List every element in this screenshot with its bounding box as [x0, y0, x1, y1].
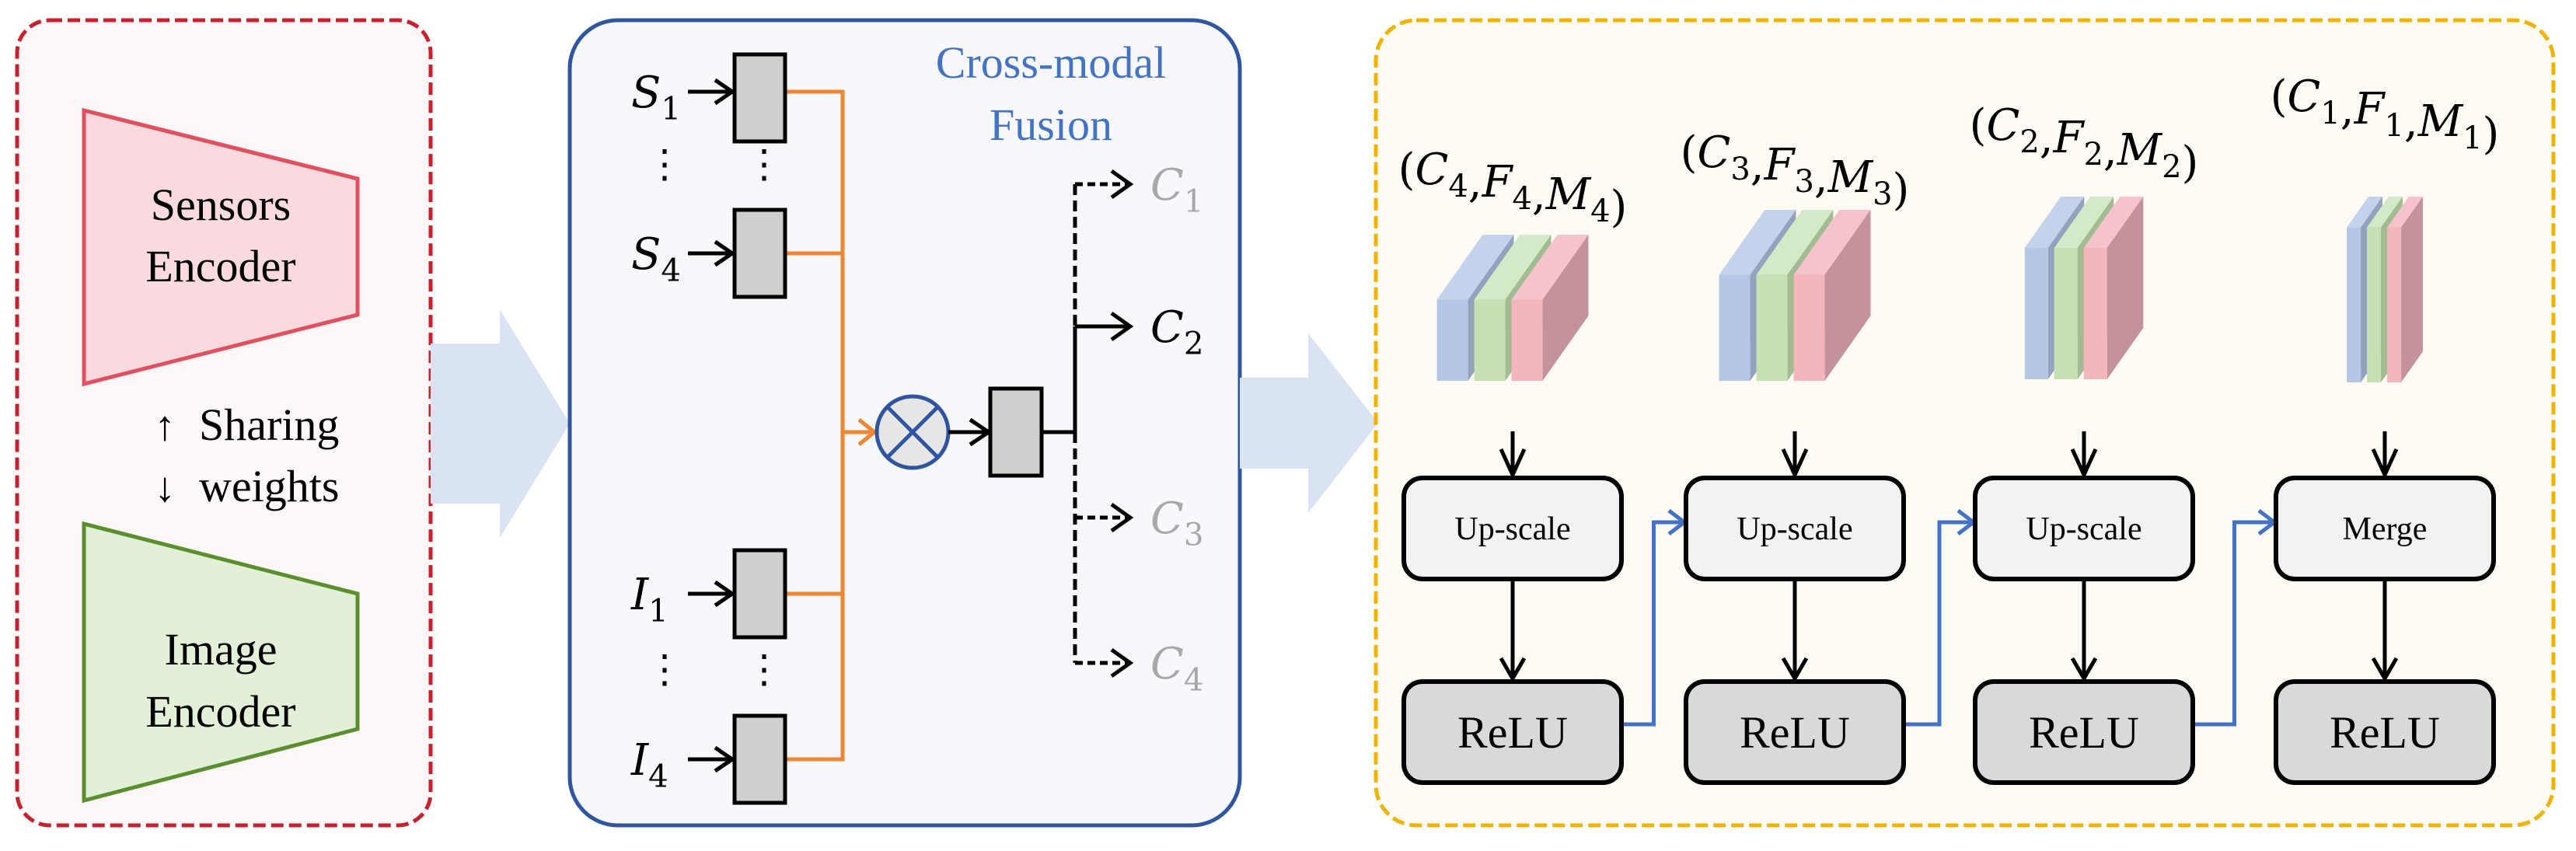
output-label: C1 — [1150, 160, 1204, 220]
feature-map-stack — [2024, 197, 2144, 379]
fusion-output-c3: C3 — [1075, 494, 1204, 553]
stack-to-block-arrow — [1499, 431, 1527, 480]
stack-to-block-arrow — [2371, 431, 2399, 480]
stack-to-block-arrow — [1781, 431, 1809, 480]
fusion-input-row: I4 — [630, 713, 787, 805]
input-arrowhead-icon — [714, 580, 736, 608]
upper-block-label: Up-scale — [1454, 511, 1570, 547]
stage-tuple-label: (C3,F3,M3) — [1681, 127, 1910, 215]
input-arrowhead-icon — [714, 239, 736, 267]
sharing-weights: ↑ ↓ Sharing weights — [155, 399, 340, 511]
flow-arrow-fusion-to-decoder — [1240, 333, 1378, 513]
lower-block-label: ReLU — [1457, 707, 1568, 758]
upper-to-lower-arrow — [1499, 579, 1527, 683]
input-feature-block — [732, 208, 787, 299]
sensors-encoder-label-line1: Sensors — [151, 180, 291, 230]
relu-block: ReLU — [1401, 679, 1624, 785]
output-label: C3 — [1150, 494, 1204, 553]
image-encoder-shape — [82, 521, 360, 804]
feature-map-stack — [1436, 235, 1589, 381]
fusion-title-line1: Cross-modal — [936, 37, 1166, 88]
ellipsis-s-right: ⋮ — [745, 142, 784, 186]
input-label-i1: I1 — [630, 570, 668, 630]
stage-tuple-label: (C4,F4,M4) — [1398, 145, 1628, 232]
fused-feature-slab — [1511, 235, 1589, 381]
fusion-title-line2: Fusion — [990, 99, 1112, 150]
lower-block-label: ReLU — [1740, 707, 1850, 758]
relu-block: ReLU — [1973, 679, 2195, 785]
ellipsis-i-right: ⋮ — [745, 647, 784, 691]
fusion-input-row: S4 — [631, 208, 787, 299]
image-encoder: Image Encoder — [82, 521, 360, 804]
relu-block: ReLU — [1684, 679, 1906, 785]
lower-block-label: ReLU — [2029, 707, 2139, 758]
input-arrowhead-icon — [714, 78, 736, 106]
orange-bus — [785, 89, 878, 762]
fused-feature-block — [988, 386, 1044, 478]
lower-block-label: ReLU — [2330, 707, 2440, 758]
up-arrow-icon: ↑ — [155, 403, 176, 449]
flow-arrow-encoder-to-fusion — [431, 309, 570, 538]
relu-block: ReLU — [2274, 679, 2496, 785]
input-feature-block — [732, 713, 787, 805]
fusion-input-row: I1 — [630, 548, 787, 640]
image-encoder-label-line2: Encoder — [145, 686, 295, 737]
ellipsis-i-left: ⋮ — [645, 647, 684, 691]
upper-block-label: Merge — [2343, 511, 2428, 547]
stage-tuple-label: (C1,F1,M1) — [2271, 71, 2500, 159]
upscale-block: Up-scale — [1401, 476, 1624, 581]
input-arrowhead-icon — [714, 745, 736, 773]
output-arrowhead-icon — [1110, 169, 1134, 200]
input-feature-block — [732, 52, 787, 144]
output-arrowhead-icon — [1110, 311, 1134, 342]
feature-map-stack — [2347, 197, 2423, 382]
upscale-block: Up-scale — [1973, 476, 2195, 581]
decoder-panel-border — [1374, 18, 2556, 828]
weights-label: weights — [199, 461, 339, 511]
sensors-encoder-label-line2: Encoder — [145, 241, 295, 291]
merge-block: Merge — [2274, 476, 2496, 581]
down-arrow-icon: ↓ — [155, 464, 176, 511]
stage-tuple-label: (C2,F2,M2) — [1970, 100, 2199, 188]
sensors-encoder: Sensors Encoder — [82, 107, 360, 387]
feature-map-stack — [1719, 210, 1871, 381]
upper-to-lower-arrow — [2371, 579, 2399, 683]
upper-to-lower-arrow — [1781, 579, 1809, 683]
input-label-s1: S1 — [631, 68, 681, 127]
fusion-input-row: S1 — [631, 52, 787, 144]
upscale-block: Up-scale — [1684, 476, 1906, 581]
fusion-output-c4: C4 — [1075, 639, 1204, 699]
sensors-encoder-shape — [82, 107, 360, 387]
input-feature-block — [732, 548, 787, 640]
sharing-label: Sharing — [199, 399, 339, 450]
fused-feature-slab — [2083, 197, 2144, 379]
output-label: C2 — [1150, 302, 1204, 362]
ellipsis-s-left: ⋮ — [645, 142, 684, 186]
fusion-output-c1: C1 — [1075, 160, 1204, 220]
upper-to-lower-arrow — [2070, 579, 2098, 683]
multiply-operator-icon — [874, 394, 951, 470]
input-label-i4: I4 — [630, 735, 668, 795]
fused-feature-slab — [2387, 197, 2423, 382]
stack-to-block-arrow — [2070, 431, 2098, 480]
output-label: C4 — [1150, 639, 1204, 699]
fusion-output-c2: C2 — [1075, 302, 1204, 362]
encoder-panel: Sensors Encoder ↑ ↓ Sharing weights Imag… — [15, 18, 433, 828]
output-arrowhead-icon — [1110, 502, 1134, 533]
upper-block-label: Up-scale — [2026, 511, 2141, 547]
upper-block-label: Up-scale — [1737, 511, 1852, 547]
fused-feature-slab — [1793, 210, 1871, 381]
output-arrowhead-icon — [1110, 647, 1134, 678]
image-encoder-label-line1: Image — [165, 624, 277, 675]
input-label-s4: S4 — [631, 229, 681, 289]
